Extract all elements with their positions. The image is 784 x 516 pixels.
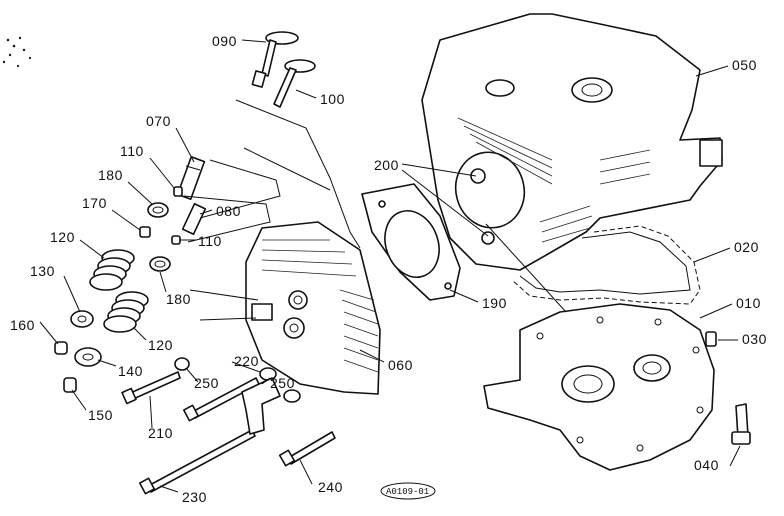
label-110b: 110 [198, 233, 222, 249]
label-090: 090 [212, 33, 237, 49]
intake-valve[interactable] [251, 31, 299, 88]
label-180b: 180 [166, 291, 191, 307]
valve-keeper-110b[interactable] [171, 235, 181, 245]
dowel-pin-030[interactable] [705, 331, 717, 347]
label-120b: 120 [148, 337, 173, 353]
seal-washer-180b[interactable] [149, 256, 171, 272]
label-170: 170 [82, 195, 107, 211]
label-200: 200 [374, 157, 399, 173]
bolt-040[interactable] [731, 403, 751, 445]
head-bolt-230[interactable] [138, 429, 256, 495]
crankcase-cover-010[interactable] [483, 303, 715, 471]
label-150: 150 [88, 407, 113, 423]
drawing-ref-text: A0109-01 [386, 487, 429, 497]
bracket-250[interactable] [241, 377, 301, 435]
spring-retainer-170[interactable] [139, 226, 151, 238]
label-180a: 180 [98, 167, 123, 183]
drawing-reference: A0109-01 [380, 482, 436, 500]
valve-spring-120a[interactable] [89, 249, 135, 291]
label-050: 050 [732, 57, 757, 73]
case-gasket-020[interactable] [511, 225, 701, 305]
leader-lines [39, 39, 741, 493]
label-210: 210 [148, 425, 173, 441]
valve-guide-080[interactable] [181, 202, 207, 236]
valve-cap-150[interactable] [63, 377, 77, 393]
label-250b: 250 [270, 375, 295, 391]
label-100: 100 [320, 91, 345, 107]
label-020: 020 [734, 239, 759, 255]
label-110a: 110 [120, 143, 144, 159]
label-030: 030 [742, 331, 767, 347]
label-040: 040 [694, 457, 719, 473]
label-070: 070 [146, 113, 171, 129]
valve-spring-120b[interactable] [103, 291, 149, 333]
label-120a: 120 [50, 229, 75, 245]
head-bolt-240[interactable] [278, 431, 336, 467]
label-230: 230 [182, 489, 207, 505]
label-220: 220 [234, 353, 259, 369]
label-060: 060 [388, 357, 413, 373]
exhaust-valve[interactable] [273, 59, 316, 108]
bolt-washer-250a[interactable] [174, 357, 190, 371]
crankcase-050[interactable] [421, 13, 723, 271]
label-190: 190 [482, 295, 507, 311]
dowel-pin-200a[interactable] [470, 168, 486, 184]
spring-seat-140[interactable] [74, 347, 102, 367]
head-gasket-190[interactable] [361, 183, 461, 301]
spring-seat-130[interactable] [70, 310, 94, 328]
cylinder-head-060[interactable] [245, 221, 381, 395]
head-bolt-210[interactable] [121, 371, 181, 405]
label-250a: 250 [194, 375, 219, 391]
grouping-lines [183, 99, 567, 321]
scan-speckle [2, 36, 32, 68]
dowel-pin-200b[interactable] [481, 231, 495, 245]
head-bolt-220[interactable] [182, 377, 260, 422]
valve-guide-070[interactable] [176, 156, 206, 200]
valve-cap-160[interactable] [54, 341, 68, 355]
label-010: 010 [736, 295, 761, 311]
label-130: 130 [30, 263, 55, 279]
label-140: 140 [118, 363, 143, 379]
seal-washer-180a[interactable] [147, 202, 169, 218]
label-160: 160 [10, 317, 35, 333]
label-240: 240 [318, 479, 343, 495]
valve-keeper-110a[interactable] [173, 186, 183, 197]
label-080: 080 [216, 203, 241, 219]
